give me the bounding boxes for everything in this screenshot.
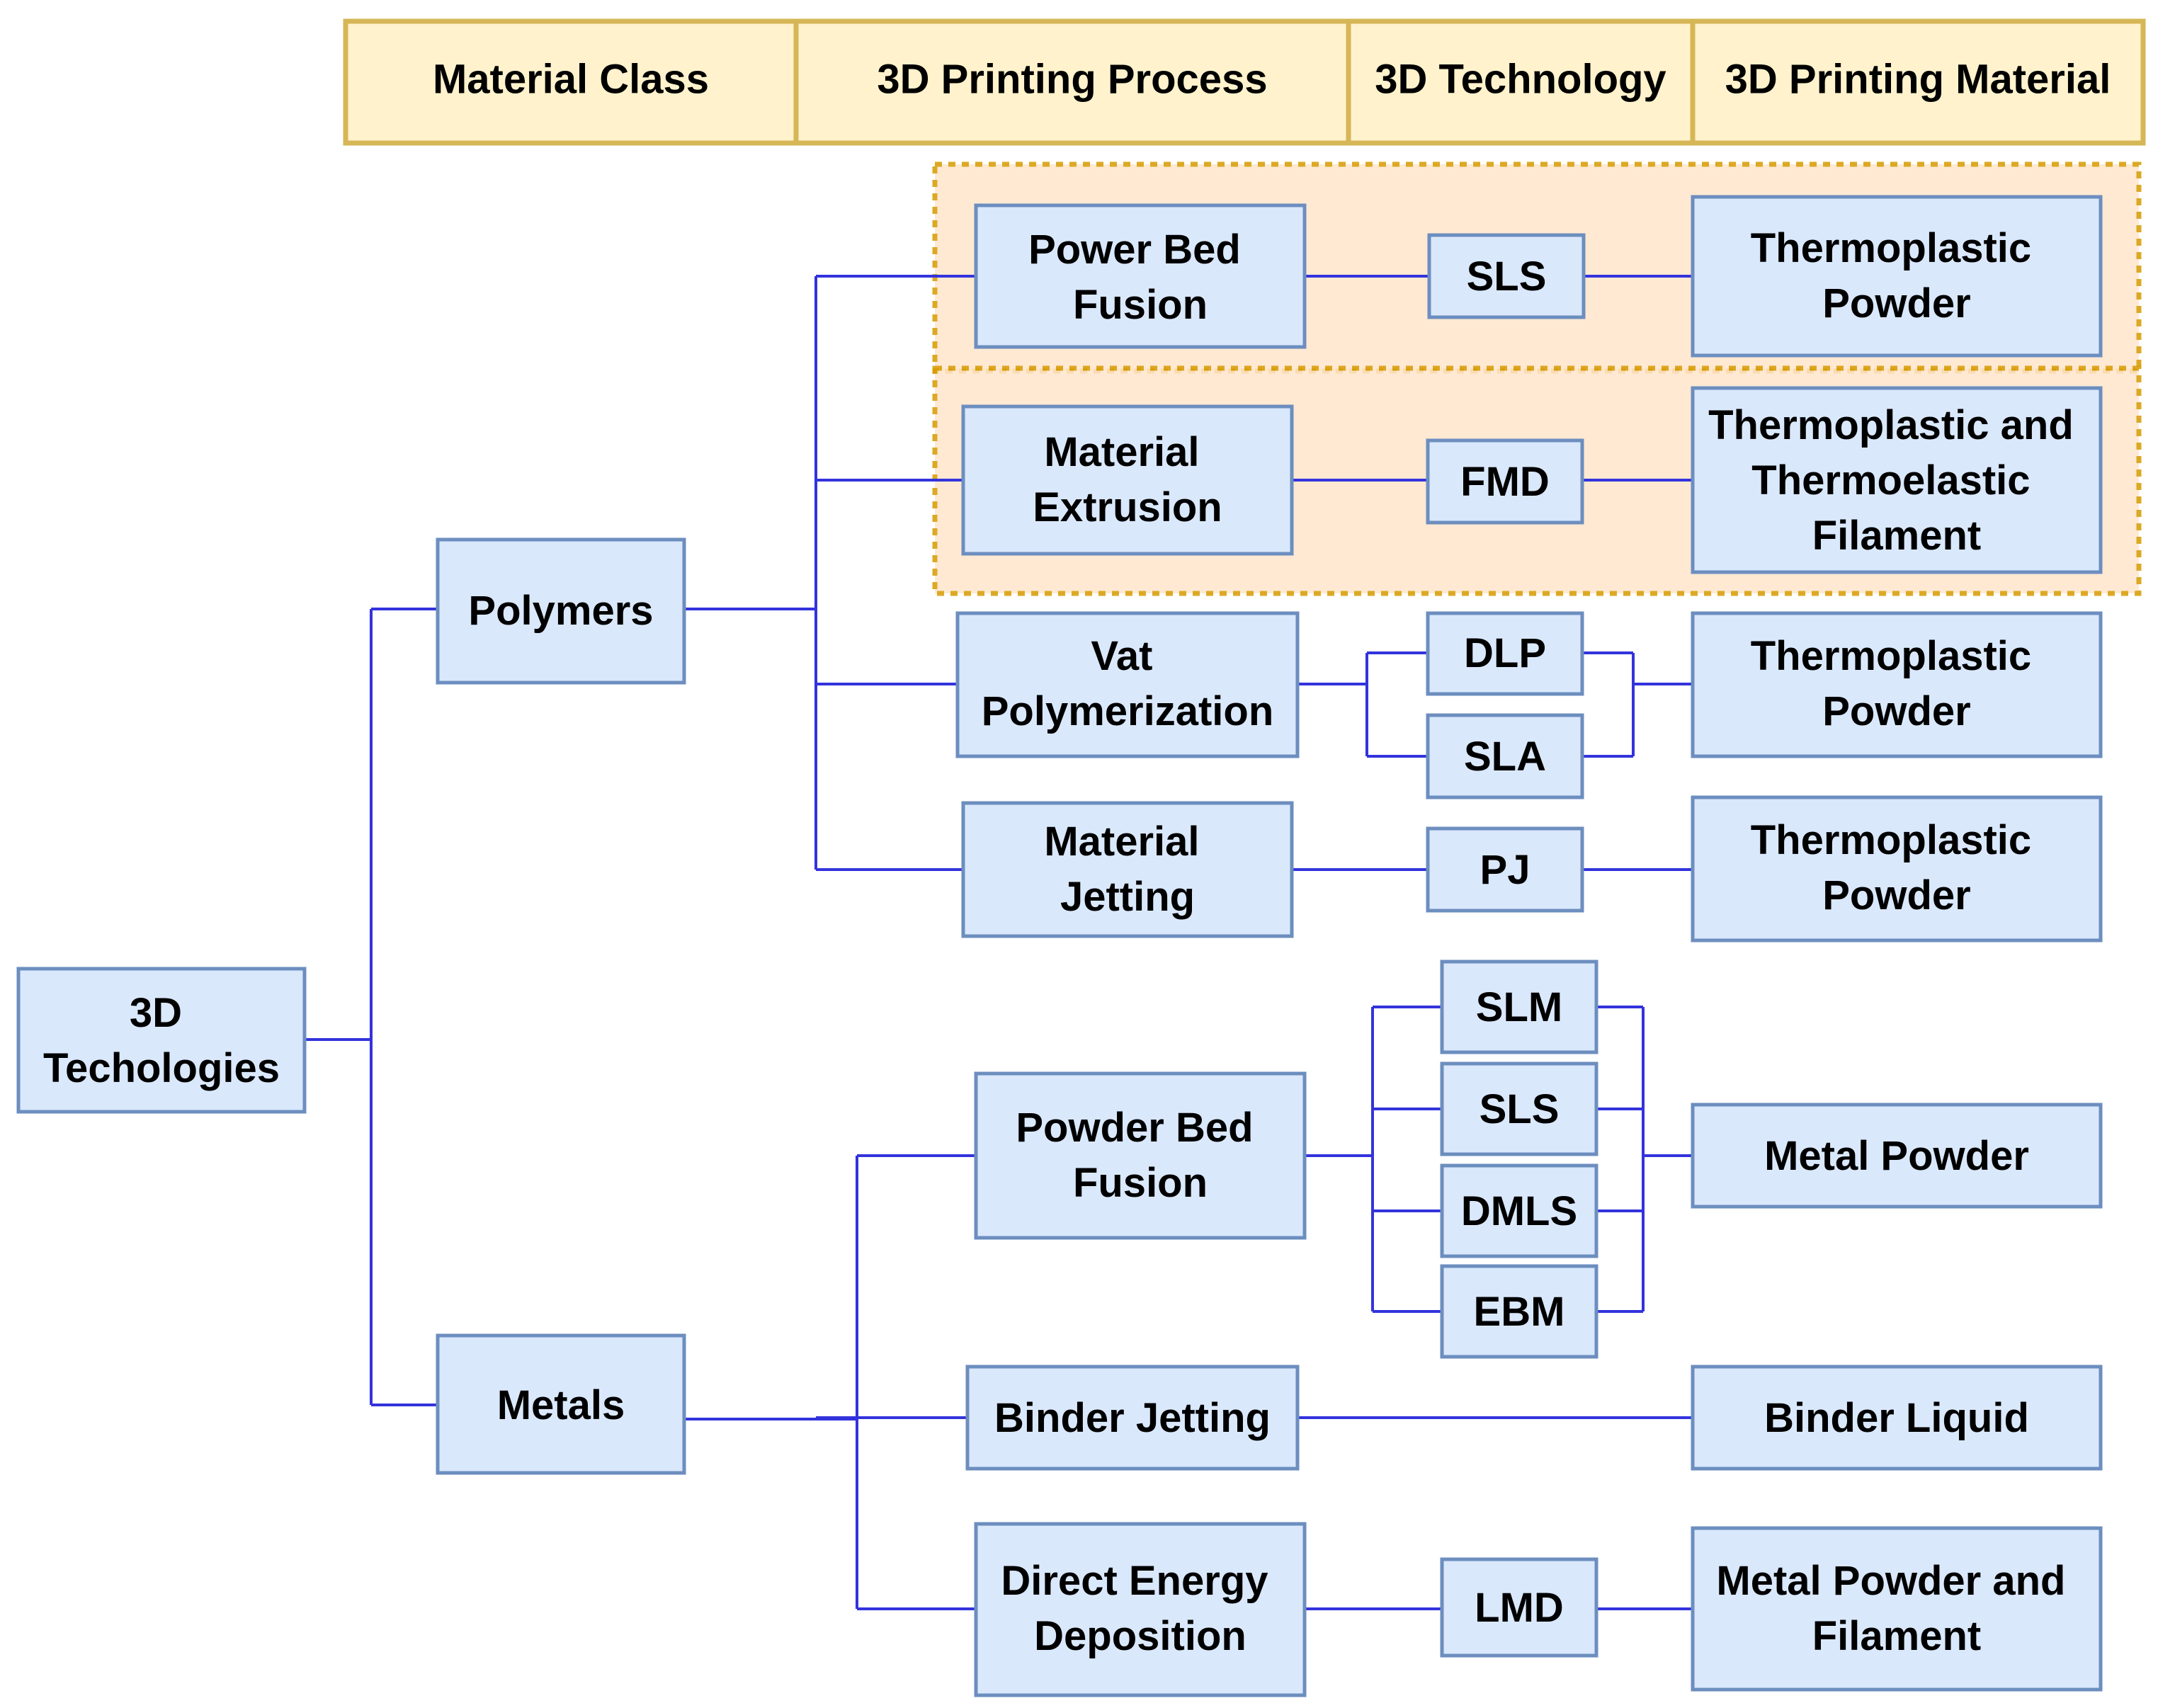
header-label-material-class: Material Class [433,56,709,102]
node-tech-ebm [1440,1264,1598,1359]
node-tech-slm-label: SLM [1476,984,1562,1030]
node-binder-jetting [965,1365,1300,1471]
node-material-filament [1691,386,2103,574]
node-powder-bed-fusion [974,1071,1307,1240]
node-tech-sls-metal [1440,1061,1598,1156]
node-material-jetting-label: Material Jetting [1044,819,1210,920]
node-direct-energy-deposition-label: Direct Energy Deposition [1001,1558,1279,1659]
node-tech-fmd [1426,438,1584,525]
node-tech-sls-metal-label: SLS [1480,1086,1560,1132]
node-material-thermoplastic-powder-2-label: Thermoplastic Powder [1751,633,2043,734]
node-material-jetting [961,801,1294,938]
node-tech-slm [1440,960,1598,1054]
node-material-extrusion [961,404,1294,556]
node-3d-technologies-label: 3D Techologies [43,990,280,1091]
node-material-binder-liquid-label: Binder Liquid [1764,1395,2029,1441]
edge-metals-trunk [684,1154,976,1610]
header-cell-printing-process [793,18,1351,146]
node-powder-bed-fusion-label: Powder Bed Fusion [1016,1105,1264,1206]
node-material-metal-powder-filament [1691,1526,2103,1692]
header-cell-printing-material [1690,18,2146,146]
node-material-thermoplastic-powder-3-label: Thermoplastic Powder [1751,817,2043,918]
edge-powder-bed-metal [1305,1006,1693,1313]
header-label-printing-material: 3D Printing Material [1725,56,2111,102]
node-tech-ebm-label: EBM [1474,1289,1565,1335]
node-tech-dmls [1440,1163,1598,1258]
edge-vat-dlp-sla [1297,651,1693,758]
header-cell-material-class [343,18,799,146]
node-material-thermoplastic-powder-1 [1691,195,2103,358]
node-tech-dlp [1426,611,1584,696]
node-tech-sla-label: SLA [1464,734,1546,780]
node-tech-sls-polymer-label: SLS [1467,254,1547,300]
node-direct-energy-deposition [974,1522,1307,1697]
node-material-filament-label: Thermoplastic and Thermoelastic Filament [1708,402,2085,559]
header-cell-technology [1346,18,1696,146]
node-binder-jetting-label: Binder Jetting [994,1395,1271,1441]
node-material-thermoplastic-powder-3 [1691,795,2103,943]
node-3d-technologies [16,967,307,1114]
node-vat-polymerization-label: Vat Polymerization [982,633,1274,734]
node-material-thermoplastic-powder-1-label: Thermoplastic Powder [1751,225,2043,326]
node-tech-pj-label: PJ [1480,847,1531,893]
connectors [305,275,1693,1610]
node-polymers-label: Polymers [468,588,653,634]
node-material-metal-powder-label: Metal Powder [1764,1133,2029,1179]
node-tech-pj [1426,826,1584,913]
node-metals-label: Metals [497,1382,625,1428]
header-label-printing-process: 3D Printing Process [877,56,1267,102]
node-tech-lmd [1440,1557,1598,1658]
edge-root-trunk [305,608,438,1406]
header-label-technology: 3D Technology [1375,56,1666,102]
node-power-bed-fusion [974,203,1307,349]
edge-polymers-trunk [684,275,976,871]
node-polymers [436,537,686,685]
node-metals [436,1333,686,1475]
node-tech-dlp-label: DLP [1464,630,1546,676]
node-material-metal-powder [1691,1103,2103,1209]
node-tech-sls-polymer [1427,233,1586,319]
node-tech-lmd-label: LMD [1475,1585,1564,1631]
node-power-bed-fusion-label: Power Bed Fusion [1028,227,1252,328]
node-material-binder-liquid [1691,1365,2103,1471]
node-tech-sla [1426,713,1584,799]
node-material-extrusion-label: Material Extrusion [1033,429,1222,530]
node-tech-dmls-label: DMLS [1461,1188,1577,1234]
header-band: Material Class 3D Printing Process 3D Te… [343,18,2146,146]
node-material-metal-powder-filament-label: Metal Powder and Filament [1716,1558,2077,1659]
node-material-thermoplastic-powder-2 [1691,611,2103,758]
node-tech-fmd-label: FMD [1460,459,1550,505]
node-vat-polymerization [955,611,1300,758]
